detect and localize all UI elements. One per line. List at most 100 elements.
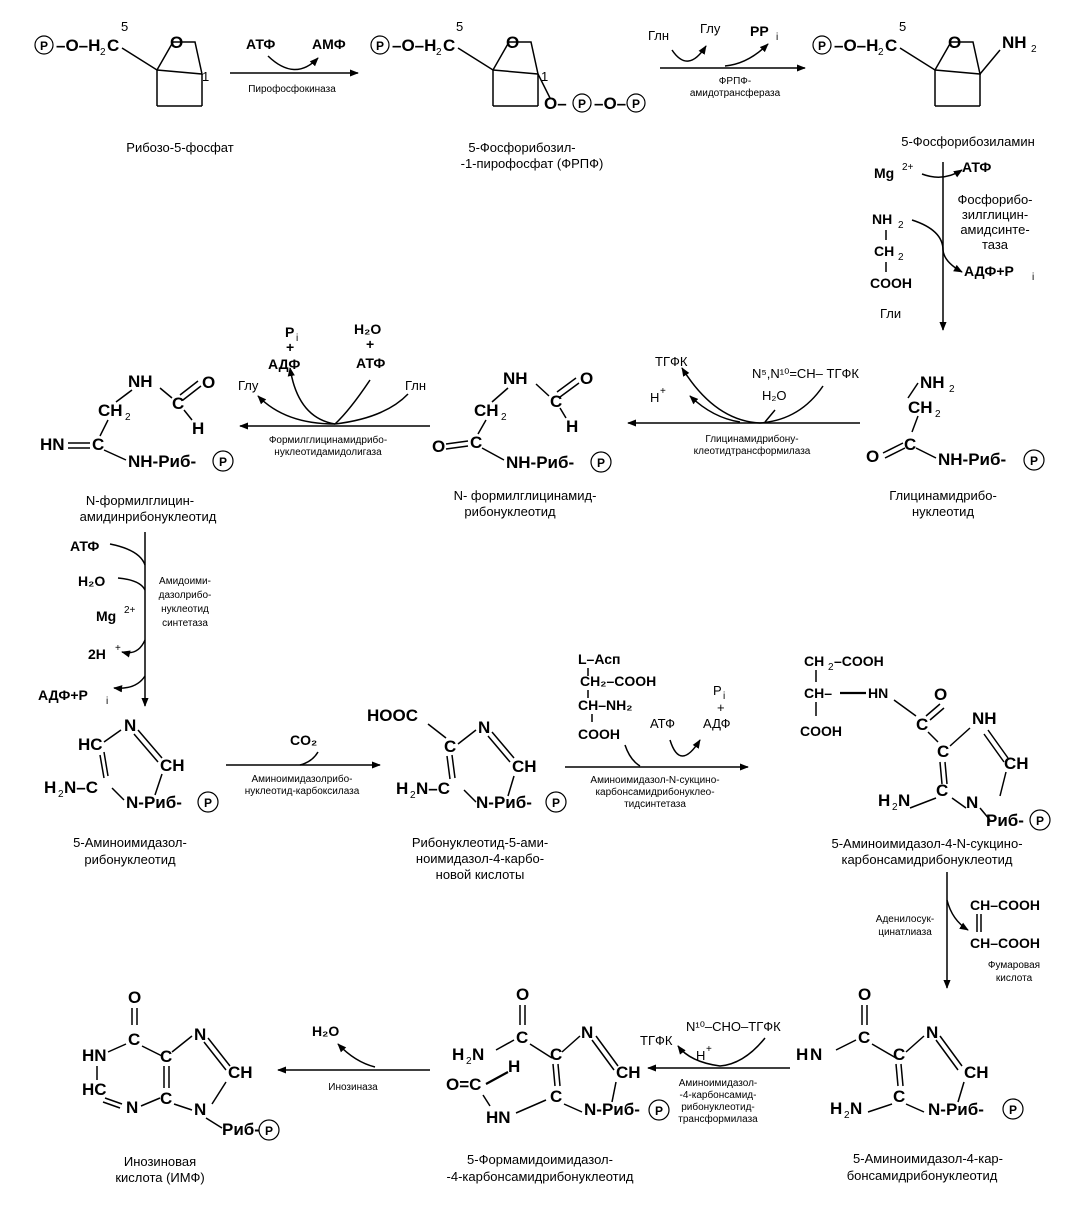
svg-text:2: 2 <box>878 47 884 58</box>
phosphate-circle: P <box>590 451 612 473</box>
svg-text:N: N <box>124 716 136 735</box>
asp-ch: CH–NH₂ <box>578 697 632 713</box>
enzyme-saicar-3: тидсинтетаза <box>624 799 686 810</box>
svg-text:P: P <box>578 97 586 111</box>
svg-text:O: O <box>948 33 961 52</box>
svg-text:–O–: –O– <box>594 94 626 113</box>
enzyme-saicar-2: карбонсамидрибонуклео- <box>595 786 714 798</box>
svg-text:N-Риб-: N-Риб- <box>584 1100 640 1119</box>
svg-text:C: C <box>107 36 119 55</box>
enzyme-pyrophosphokinase: Пирофосфокиназа <box>248 83 336 95</box>
enzyme-gar-3: амидсинте- <box>960 222 1029 237</box>
svg-text:CH: CH <box>228 1063 253 1082</box>
svg-text:CH: CH <box>474 401 499 420</box>
glu-label: Глу <box>700 21 721 36</box>
svg-text:C: C <box>904 435 916 454</box>
svg-text:HN: HN <box>40 435 65 454</box>
svg-text:+: + <box>706 1044 712 1055</box>
svg-text:C: C <box>516 1028 528 1047</box>
svg-text:CH–: CH– <box>804 685 832 701</box>
svg-text:N: N <box>898 791 910 810</box>
svg-text:H: H <box>192 419 204 438</box>
svg-text:O: O <box>516 985 529 1004</box>
reaction-inosinase: H₂O Инозиназа <box>277 1023 430 1093</box>
enzyme-carboxylase-1: Аминоимидазолрибо- <box>252 773 353 785</box>
ppi-label: PP <box>750 23 769 39</box>
svg-text:O: O <box>506 33 519 52</box>
thf-label: ТГФК <box>655 354 688 369</box>
svg-text:NH: NH <box>1002 33 1027 52</box>
svg-text:O: O <box>432 437 445 456</box>
svg-text:P: P <box>818 39 826 53</box>
enzyme-air-1: Амидоими- <box>159 576 211 587</box>
gln-label: Глн <box>648 28 669 43</box>
svg-text:P: P <box>597 456 605 470</box>
fumarate-label-2: кислота <box>996 973 1033 984</box>
faicar-label-2: -4-карбонсамидрибонуклеотид <box>447 1169 634 1184</box>
water-label: H₂O <box>312 1023 339 1039</box>
enzyme-aicar-4: трансформилаза <box>678 1113 758 1125</box>
svg-text:N: N <box>478 718 490 737</box>
svg-text:O: O <box>170 33 183 52</box>
cair-label-3: новой кислоты <box>436 867 525 882</box>
gar-label-2: нуклеотид <box>912 504 974 519</box>
water-label: H₂O <box>762 388 787 403</box>
svg-text:+: + <box>115 643 121 654</box>
svg-text:CH: CH <box>908 398 933 417</box>
svg-text:C: C <box>160 1089 172 1108</box>
gly-ch2: CH <box>874 243 894 259</box>
imp-label-1: Инозиновая <box>124 1154 196 1169</box>
svg-text:P: P <box>1009 1103 1017 1117</box>
gly-label: Гли <box>880 306 901 321</box>
enzyme-transformylase-1: Глицинамидрибону- <box>705 433 798 445</box>
svg-text:i: i <box>106 696 108 707</box>
fumarate-bottom: CH–COOH <box>970 935 1040 951</box>
svg-text:2+: 2+ <box>124 605 136 616</box>
svg-text:O: O <box>202 373 215 392</box>
atp-label: АТФ <box>650 716 675 731</box>
svg-text:2: 2 <box>100 47 106 58</box>
enzyme-prpp-1: ФРПФ- <box>719 76 751 87</box>
svg-text:C: C <box>92 435 104 454</box>
svg-text:+: + <box>286 339 294 355</box>
svg-text:NH: NH <box>128 372 153 391</box>
amp-label: АМФ <box>312 36 346 52</box>
svg-text:CH: CH <box>964 1063 989 1082</box>
svg-text:+: + <box>717 700 725 715</box>
fumarate-label-1: Фумаровая <box>988 960 1040 971</box>
phosphate-circle: P <box>370 35 390 55</box>
fgam-label-2: амидинрибонуклеотид <box>80 509 217 524</box>
svg-text:1: 1 <box>202 69 209 84</box>
svg-text:C: C <box>128 1030 140 1049</box>
fgar-label-2: рибонуклеотид <box>464 504 556 519</box>
reaction-adenylosuccinate-lyase: Аденилосук- цинатлиаза CH–COOH CH–COOH Ф… <box>876 872 1040 989</box>
svg-text:C: C <box>160 1047 172 1066</box>
aicar-label-2: бонсамидрибонуклеотид <box>847 1168 998 1183</box>
atp-label: АТФ <box>70 538 99 554</box>
svg-text:P: P <box>204 796 212 810</box>
svg-text:N: N <box>194 1025 206 1044</box>
svg-text:2: 2 <box>125 412 131 423</box>
asp-ch2: CH₂–COOH <box>580 673 656 689</box>
atp-label: АТФ <box>246 36 275 52</box>
adp-pi-label: АДФ+P <box>38 687 88 703</box>
svg-text:i: i <box>296 333 298 344</box>
svg-text:N: N <box>194 1100 206 1119</box>
svg-text:NH: NH <box>920 373 945 392</box>
svg-text:P: P <box>632 97 640 111</box>
svg-text:2: 2 <box>436 47 442 58</box>
gar-label-1: Глицинамидрибо- <box>889 488 997 503</box>
enzyme-air-4: синтетаза <box>162 618 208 629</box>
svg-text:P: P <box>1030 454 1038 468</box>
prpp-label-1: 5-Фосфорибозил- <box>468 140 575 155</box>
enzyme-fgam-1: Формилглицинамидрибо- <box>269 434 387 446</box>
